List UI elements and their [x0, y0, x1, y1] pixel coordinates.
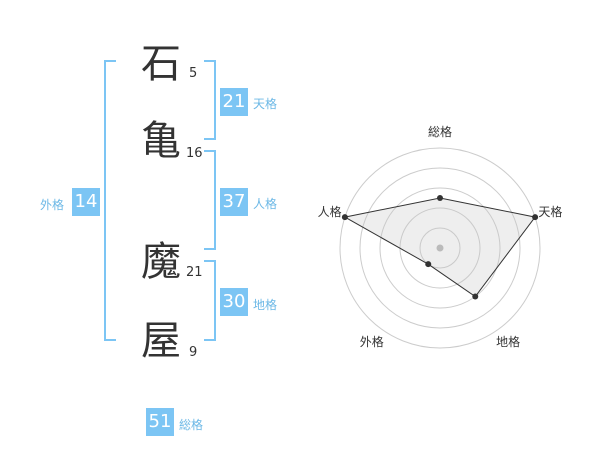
- tenkaku-value: 21: [220, 88, 248, 116]
- name-char-2: 亀: [141, 118, 181, 164]
- stroke-count-3: 21: [186, 265, 203, 280]
- stroke-count-4: 9: [189, 345, 198, 360]
- stroke-count-2: 16: [186, 146, 203, 161]
- soukaku-value: 51: [146, 408, 174, 436]
- radar-grid-ring: [359, 167, 521, 329]
- radar-axis-label: 外格: [360, 334, 384, 349]
- radar-point: [532, 214, 539, 221]
- radar-point: [472, 293, 479, 300]
- soukaku-label: 総格: [179, 418, 204, 432]
- radar-axis-label: 人格: [318, 204, 342, 219]
- stroke-count-1: 5: [189, 66, 198, 81]
- name-char-1: 石: [141, 41, 181, 87]
- radar-grid-ring: [339, 147, 541, 349]
- tenkaku-bracket: [204, 60, 216, 140]
- jinkaku-value: 37: [220, 188, 248, 216]
- jinkaku-bracket: [204, 150, 216, 250]
- chikaku-bracket: [204, 260, 216, 341]
- radar-axis-label: 総格: [428, 124, 452, 139]
- name-char-3: 魔: [141, 239, 181, 285]
- radar-point: [437, 195, 443, 201]
- radar-point: [425, 261, 432, 268]
- tenkaku-label: 天格: [253, 97, 278, 111]
- radar-axis-label: 地格: [496, 334, 520, 349]
- jinkaku-label: 人格: [253, 197, 278, 211]
- radar-grid-ring: [419, 227, 461, 269]
- name-char-4: 屋: [141, 318, 181, 364]
- radar-axis-label: 天格: [538, 204, 562, 219]
- chikaku-label: 地格: [253, 298, 278, 312]
- radar-center-dot: [436, 244, 444, 252]
- gaikaku-bracket: [104, 60, 116, 341]
- radar-point: [341, 214, 348, 221]
- gaikaku-value: 14: [72, 188, 100, 216]
- radar-grid-ring: [379, 187, 501, 309]
- gaikaku-label: 外格: [40, 198, 65, 212]
- chikaku-value: 30: [220, 288, 248, 316]
